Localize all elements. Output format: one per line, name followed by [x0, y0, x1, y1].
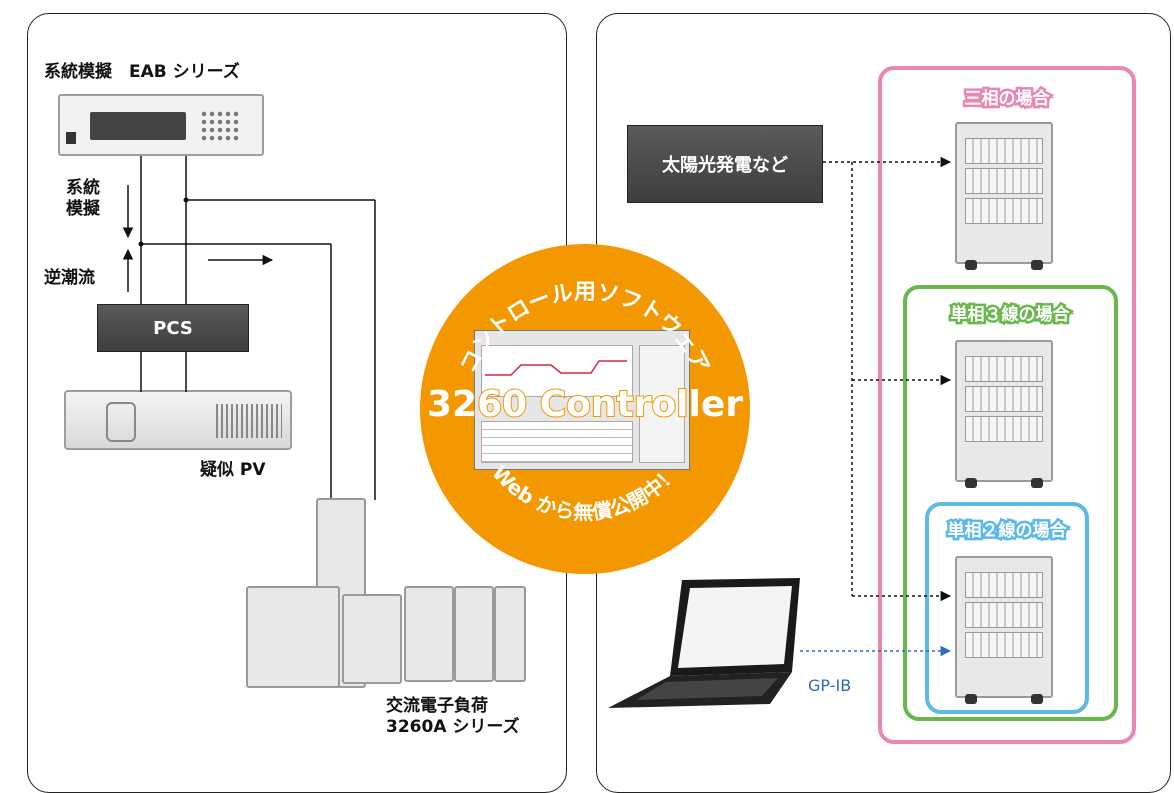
- pseudo-pv-device: [64, 390, 292, 450]
- rack-wheel: [965, 478, 977, 488]
- frame-single2: [925, 502, 1089, 714]
- rack-three-phase: [955, 122, 1053, 270]
- rack-unit: [965, 356, 1043, 382]
- eab-series-label: 系統模擬 EAB シリーズ: [44, 62, 240, 82]
- pseudo-pv-label: 疑似 PV: [200, 460, 266, 480]
- rack-wheel: [1031, 694, 1043, 704]
- load-rack-right2: [454, 586, 494, 682]
- controller-title: 3260 Controller: [427, 384, 743, 425]
- single3-title: 単相３線の場合: [951, 304, 1071, 325]
- three-phase-title: 三相の場合: [965, 88, 1051, 109]
- rack-wheel: [965, 694, 977, 704]
- screenshot-graph-line: [485, 360, 627, 376]
- rack-single3: [955, 340, 1053, 488]
- rack-unit: [965, 632, 1043, 658]
- software-screenshot: [474, 330, 690, 470]
- solar-label: 太陽光発電など: [662, 155, 788, 176]
- circle-text: コントロール用ソフトウェア 3260 Controller Web から無償公開…: [426, 280, 744, 525]
- screenshot-graph: [481, 345, 633, 397]
- rack-unit: [965, 138, 1043, 164]
- rack-single2: [955, 556, 1053, 704]
- system-sim-label: 系統 模擬: [66, 178, 100, 221]
- gpib-label: GP-IB: [808, 676, 852, 695]
- frame-single3: [903, 285, 1118, 721]
- rack-unit: [965, 198, 1043, 224]
- load-rack-right3: [494, 586, 526, 682]
- ac-load-racks: [246, 498, 526, 688]
- eab-power-switch: [66, 132, 76, 144]
- system-sim-line1: 系統: [66, 178, 100, 198]
- pv-vents: [216, 404, 282, 438]
- circle-bottom-text: Web から無償公開中！: [487, 460, 682, 524]
- eab-display: [90, 112, 186, 140]
- single2-title: 単相２線の場合: [948, 520, 1068, 541]
- rack-unit: [965, 602, 1043, 628]
- rack-wheel: [1031, 478, 1043, 488]
- rack-wheel: [1031, 260, 1043, 270]
- pv-handle-left: [106, 402, 136, 442]
- rack-unit: [965, 386, 1043, 412]
- wire-node-1: [183, 197, 189, 203]
- solar-box: 太陽光発電など: [627, 125, 823, 203]
- wire-node-2: [138, 241, 144, 247]
- laptop-keyboard: [636, 678, 778, 700]
- rack-wheel: [965, 260, 977, 270]
- rack-unit: [965, 572, 1043, 598]
- circle-arc-text: コントロール用ソフトウェア: [456, 280, 714, 377]
- rack-unit: [965, 416, 1043, 442]
- pcs-box: PCS: [97, 304, 249, 352]
- load-rack-left: [246, 586, 340, 688]
- rack-unit: [965, 168, 1043, 194]
- ac-load-label-line1: 交流電子負荷: [386, 696, 488, 716]
- ac-load-label: 交流電子負荷 3260A シリーズ: [386, 696, 520, 739]
- system-sim-line2: 模擬: [66, 199, 100, 220]
- reverse-flow-label: 逆潮流: [44, 268, 95, 288]
- load-rack-mid: [342, 594, 402, 684]
- pcs-label: PCS: [153, 317, 193, 339]
- frame-three-phase: [878, 66, 1136, 744]
- load-rack-right1: [404, 586, 454, 682]
- screenshot-table: [481, 421, 633, 463]
- ac-load-label-line2: 3260A シリーズ: [386, 717, 520, 738]
- eab-device: [58, 94, 264, 156]
- eab-keypad: [200, 110, 240, 142]
- laptop-screen: [678, 586, 792, 668]
- laptop: [608, 578, 800, 708]
- screenshot-side-panel: [639, 345, 685, 463]
